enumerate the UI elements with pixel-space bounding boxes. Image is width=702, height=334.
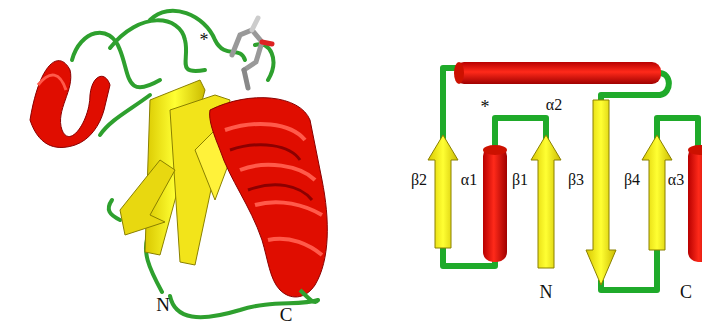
topology-connections <box>443 68 698 290</box>
element-label: α3 <box>668 172 684 188</box>
terminus-label: C <box>680 283 692 301</box>
alpha-cylinders <box>454 62 702 262</box>
element-label: β1 <box>512 172 528 188</box>
terminus-label: N <box>156 295 170 314</box>
element-label: α2 <box>546 97 562 113</box>
beta-arrows <box>428 100 672 285</box>
star-mark: * <box>200 31 209 49</box>
terminus-label: C <box>280 305 293 324</box>
element-label: α1 <box>461 172 477 188</box>
element-label: β2 <box>411 172 427 188</box>
star-mark: * <box>481 98 490 116</box>
element-label: β3 <box>568 172 584 188</box>
terminus-label: N <box>540 283 553 301</box>
helix <box>210 98 328 302</box>
element-label: β4 <box>624 172 640 188</box>
residue-sticks <box>232 18 272 88</box>
helix <box>30 61 110 148</box>
